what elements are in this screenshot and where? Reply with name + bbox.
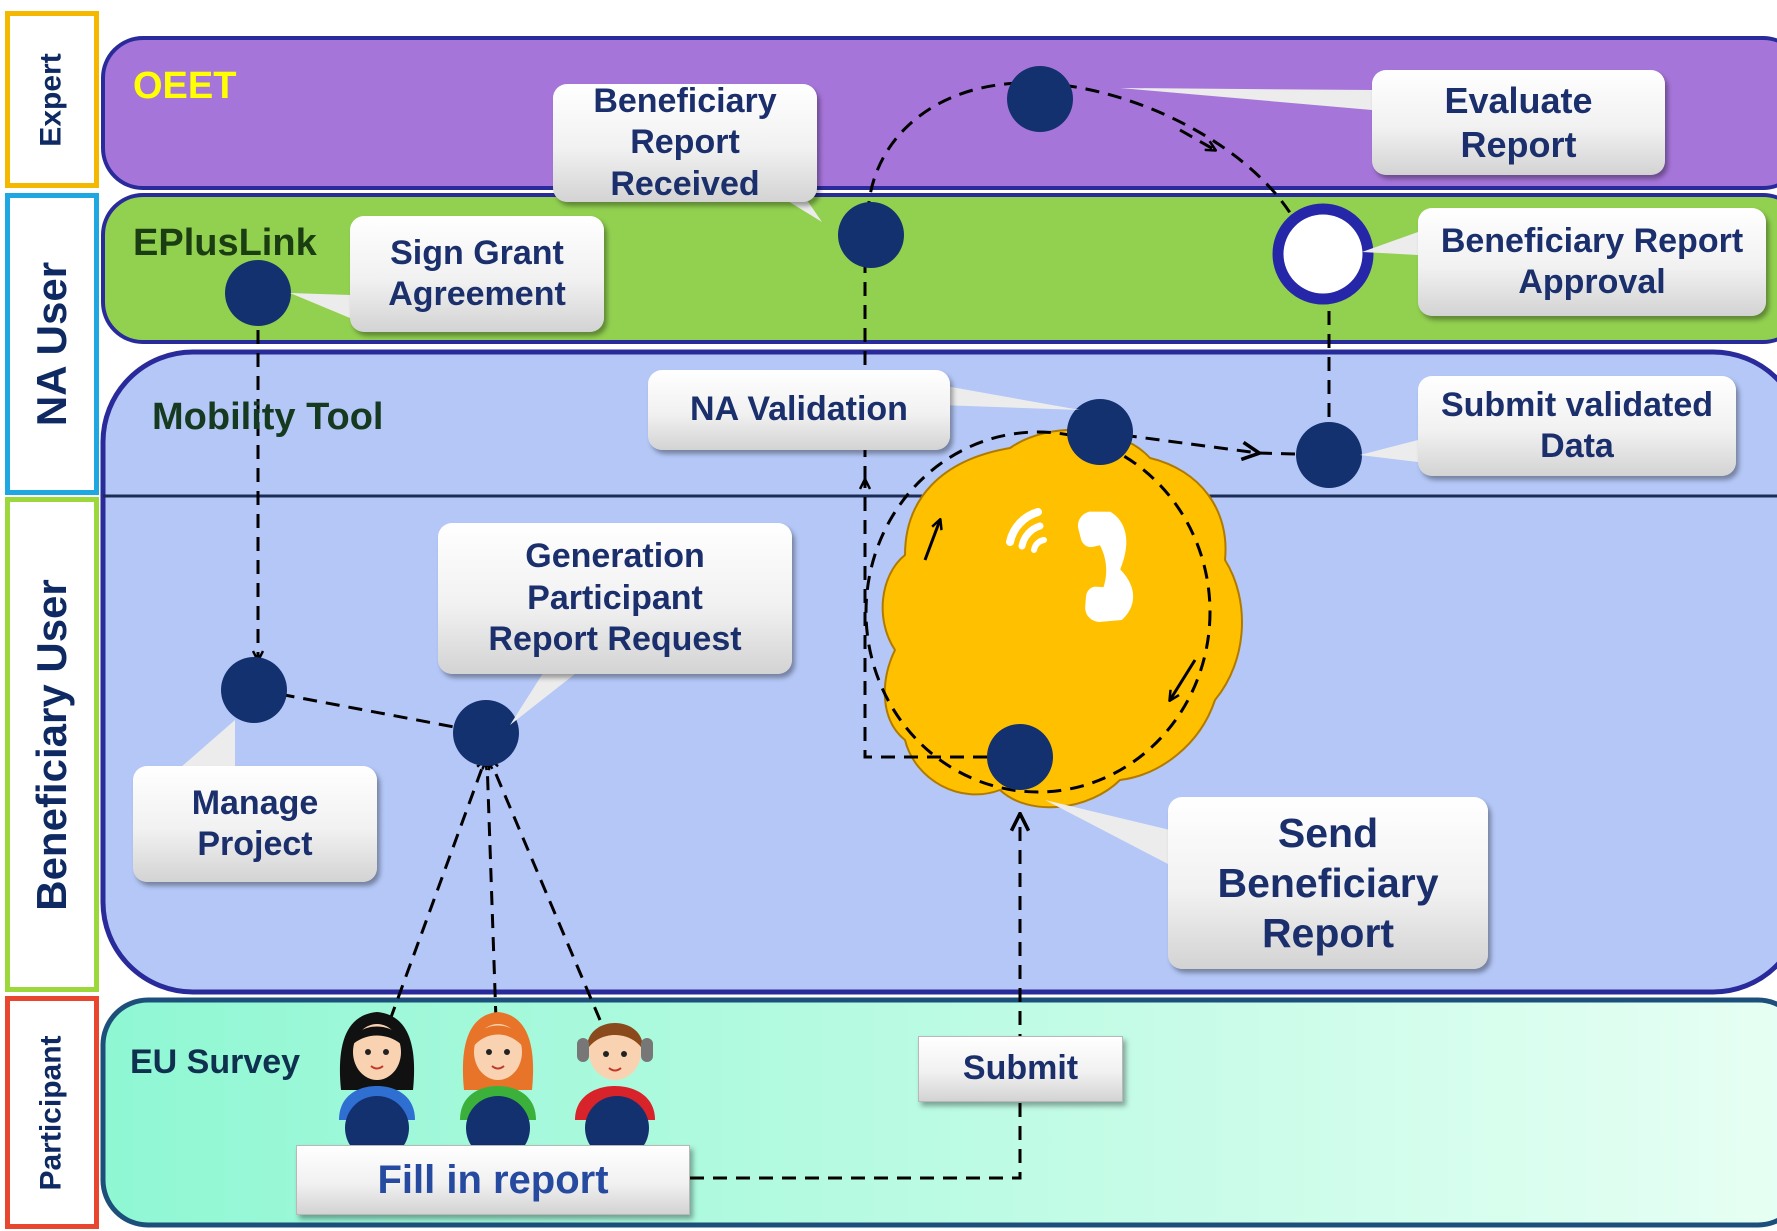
node-participant-3 [585, 1096, 649, 1160]
node-participant-2 [466, 1096, 530, 1160]
role-beneficiary-user: Beneficiary User [5, 497, 99, 992]
phone-icon [1006, 508, 1134, 622]
role-na-user: NA User [5, 193, 99, 495]
connector-manage-to-generation [257, 688, 486, 733]
callout-tail [1120, 88, 1372, 110]
callout-tail [1045, 800, 1170, 865]
node-send-report [987, 724, 1053, 790]
connector-participant1 [388, 760, 485, 1021]
connector-fill-to-submit [690, 815, 1020, 1180]
role-expert-label: Expert [35, 52, 68, 147]
callout-tail [180, 720, 235, 768]
label-fill-in-report: Fill in report [296, 1145, 690, 1215]
node-generation [453, 700, 519, 766]
role-participant-label: Participant [35, 1034, 69, 1191]
label-submit: Submit [918, 1036, 1123, 1102]
connector-participant3 [490, 760, 602, 1021]
callout-tail [1360, 440, 1418, 462]
node-report-received [838, 202, 904, 268]
cycle-arrow-down [1170, 659, 1197, 700]
label-generation-participant-report-request: Generation Participant Report Request [438, 523, 792, 674]
cycle-arrow-up [923, 520, 940, 561]
lane-title-eu-survey: EU Survey [130, 1043, 301, 1081]
callout-tail [290, 293, 350, 318]
connector-send-to-received [865, 480, 1010, 759]
label-beneficiary-report-approval: Beneficiary Report Approval [1418, 208, 1766, 316]
lane-title-epluslink: EPlusLink [133, 222, 317, 264]
node-manage-project [221, 657, 287, 723]
node-report-approval [1272, 203, 1374, 305]
label-beneficiary-report-received: Beneficiary Report Received [553, 82, 817, 203]
role-beneficiary-user-label: Beneficiary User [28, 578, 76, 911]
node-submit-validated [1296, 422, 1362, 488]
label-sign-grant-agreement: Sign Grant Agreement [350, 216, 604, 332]
callout-tail [1362, 232, 1418, 255]
callout-tail [510, 670, 580, 725]
node-sign-grant [225, 260, 291, 326]
lane-title-mobility-tool: Mobility Tool [152, 396, 384, 438]
node-evaluate [1007, 66, 1073, 132]
role-na-user-label: NA User [28, 261, 76, 427]
connector-evaluate-arrow [1179, 128, 1215, 150]
label-submit-validated-data: Submit validated Data [1418, 376, 1736, 476]
label-send-beneficiary-report: Send Beneficiary Report [1168, 797, 1488, 969]
connector-participant2 [487, 760, 498, 1021]
lane-title-oeet: OEET [133, 65, 237, 107]
node-na-validation [1067, 399, 1133, 465]
role-participant: Participant [5, 996, 99, 1229]
cloud-shape [881, 428, 1243, 809]
label-na-validation: NA Validation [648, 370, 950, 450]
node-participant-1 [345, 1096, 409, 1160]
connector-received-to-evaluate [868, 81, 1036, 215]
callout-tail [940, 385, 1080, 410]
label-manage-project: Manage Project [133, 766, 377, 882]
role-expert: Expert [5, 11, 99, 188]
label-evaluate-report: Evaluate Report [1372, 70, 1665, 175]
lane-oeet-background [101, 36, 1777, 190]
